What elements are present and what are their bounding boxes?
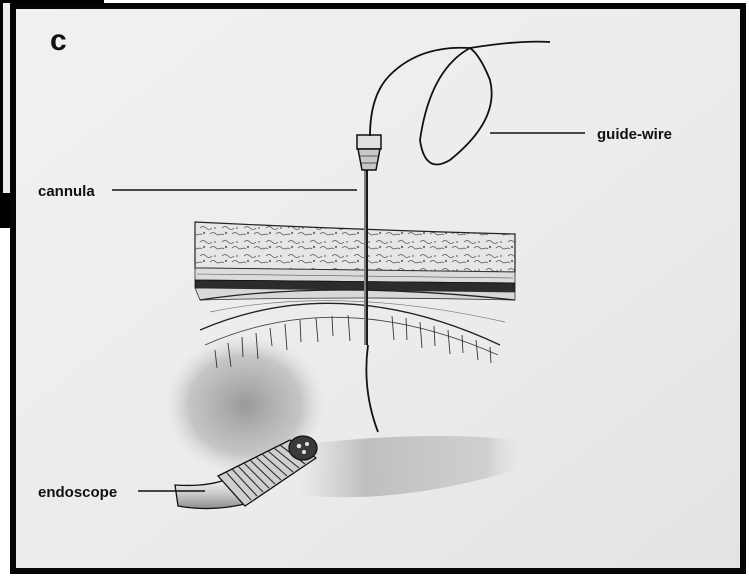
guide-wire-label: guide-wire (597, 126, 672, 143)
panel-letter: c (50, 24, 67, 57)
endoscope-label: endoscope (38, 484, 117, 501)
endoscope-tip (289, 436, 317, 460)
cannula-label: cannula (38, 183, 95, 200)
cannula-hub (357, 135, 381, 149)
